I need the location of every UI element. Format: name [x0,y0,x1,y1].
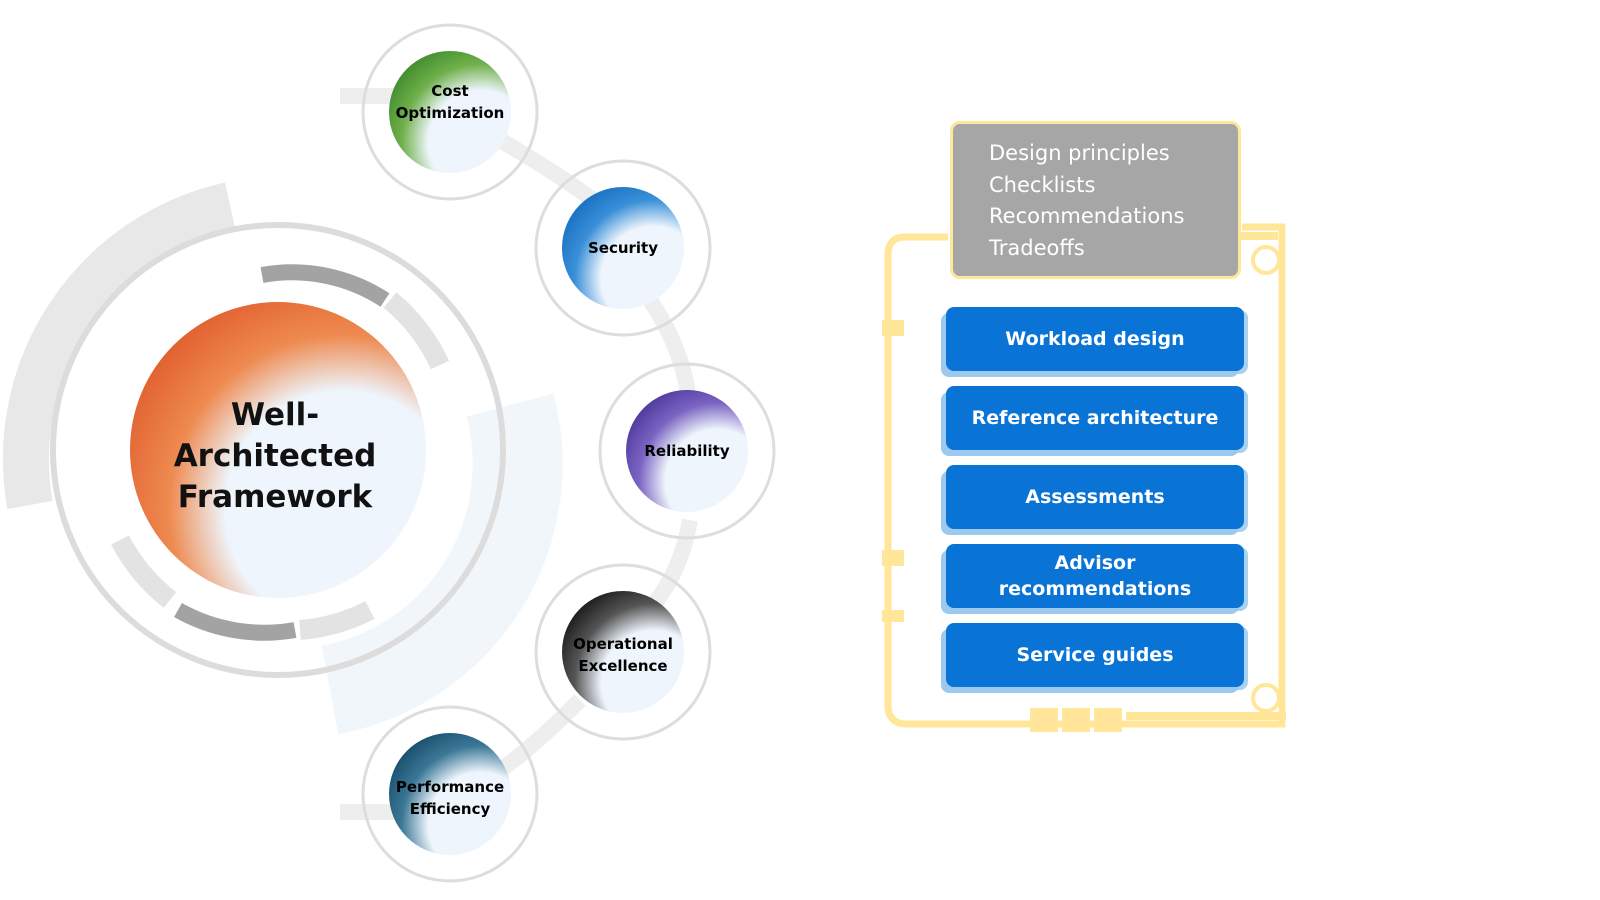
pillar-security-circle[interactable] [562,187,684,309]
pillar-label-line: Excellence [578,657,668,675]
pillar-label-line: Security [587,239,659,257]
pillar-operational-excellence-circle[interactable] [562,591,684,713]
resource-frame [884,223,1286,728]
guidance-item: Design principles [989,141,1170,165]
pillar-label-line: Efficiency [409,800,491,818]
resource-label: Assessments [1025,486,1165,508]
pillar-cost-optimization-label: Cost Optimization [385,80,515,124]
pillar-label-line: Optimization [395,104,505,122]
guidance-box: Design principles Checklists Recommendat… [950,121,1241,279]
resource-label: Reference architecture [971,407,1219,429]
pillar-reliability-label: Reliability [622,440,752,462]
pillar-performance-efficiency-circle[interactable] [389,733,511,855]
resource-reference-architecture-button[interactable]: Reference architecture [946,386,1244,450]
framework-title-line: Well- [230,397,320,433]
pillar-rings [361,23,776,883]
framework-title: Well- Architected Framework [150,395,400,518]
guidance-item: Checklists [989,172,1096,197]
resource-advisor-recommendations-button[interactable]: Advisor recommendations [946,544,1244,608]
pillar-circles [389,51,748,855]
pillar-security-label: Security [558,237,688,259]
pillar-operational-excellence-label: Operational Excellence [558,633,688,677]
pillar-performance-efficiency-label: Performance Efficiency [385,776,515,820]
pillar-label-line: Operational [573,635,673,653]
resource-label: Service guides [1016,644,1174,666]
pillar-cost-optimization-circle[interactable] [389,51,511,173]
pillar-label-line: Reliability [644,442,730,460]
framework-title-line: Framework [177,479,373,515]
resource-service-guides-button[interactable]: Service guides [946,623,1244,687]
framework-decorative-arcs [2,182,563,735]
pillar-label-line: Performance [395,778,505,796]
guidance-item: Tradeoffs [989,235,1085,260]
guidance-item: Recommendations [989,204,1185,228]
resource-label: recommendations [998,578,1192,600]
pillar-reliability-circle[interactable] [626,390,748,512]
framework-title-line: Architected [173,438,377,474]
resource-label: Advisor [1054,552,1136,574]
resource-workload-design-button[interactable]: Workload design [946,307,1244,371]
framework-core-circle [130,302,426,598]
resource-assessments-button[interactable]: Assessments [946,465,1244,529]
resource-frame-notches [882,232,1286,732]
pillar-label-line: Cost [431,82,469,100]
resource-label: Workload design [1005,328,1185,350]
